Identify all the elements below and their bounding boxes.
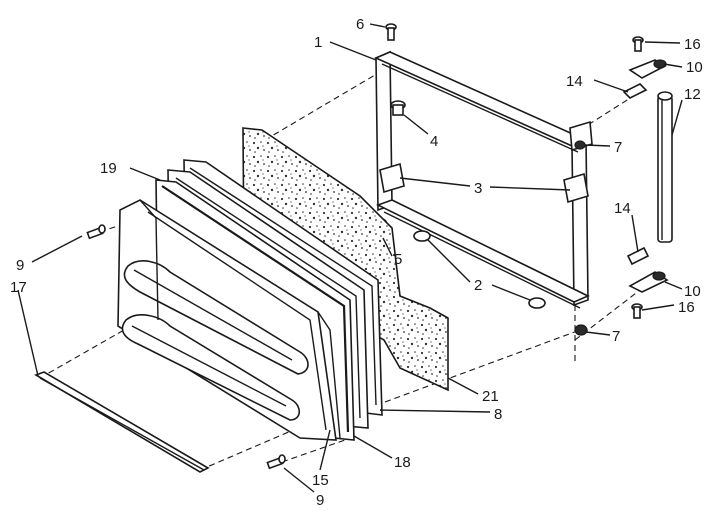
callout-18: 18	[394, 454, 411, 471]
callout-16a: 16	[684, 36, 701, 53]
callout-9b: 9	[316, 492, 324, 509]
callout-15: 15	[312, 472, 329, 489]
callout-6: 6	[356, 16, 364, 33]
callout-16b: 16	[678, 299, 695, 316]
handle-12-icon	[657, 91, 673, 243]
callout-labels: 6 1 4 3 5 2 7 7 16 10 14 12 14 10 16 19 …	[10, 16, 703, 509]
door-liner-body	[117, 199, 341, 441]
screw-16a-icon	[632, 36, 644, 52]
callout-8: 8	[494, 406, 502, 423]
callout-3: 3	[474, 180, 482, 197]
shelf-bar	[34, 371, 210, 473]
callout-2: 2	[474, 277, 482, 294]
callout-19: 19	[100, 160, 117, 177]
callout-10b: 10	[684, 283, 701, 300]
screw-6-icon	[385, 23, 397, 41]
plug-7a-icon	[574, 140, 586, 150]
washer-2b-icon	[528, 297, 546, 309]
callout-14b: 14	[614, 200, 631, 217]
callout-12: 12	[684, 86, 701, 103]
callout-7a: 7	[614, 139, 622, 156]
callout-5: 5	[394, 251, 402, 268]
plug-7b-icon	[574, 324, 588, 336]
callout-17: 17	[10, 279, 27, 296]
screw-16b-icon	[631, 303, 643, 319]
screw-9a-icon	[86, 224, 106, 240]
callout-21: 21	[482, 388, 499, 405]
hardware	[86, 23, 673, 470]
shim-14b-icon	[626, 246, 650, 266]
shim-14a-icon	[622, 83, 648, 99]
callout-14a: 14	[566, 73, 583, 90]
door-frame	[374, 50, 593, 309]
hinge-10a-icon	[628, 59, 667, 79]
plug-4-icon	[390, 100, 406, 116]
hinge-10b-icon	[628, 271, 669, 293]
callout-7b: 7	[612, 328, 620, 345]
callout-9a: 9	[16, 257, 24, 274]
callout-1: 1	[314, 34, 322, 51]
callout-4: 4	[430, 133, 438, 150]
leader-lines	[17, 23, 683, 493]
washer-2a-icon	[413, 230, 431, 242]
callout-10a: 10	[686, 59, 703, 76]
screw-9b-icon	[266, 454, 286, 470]
